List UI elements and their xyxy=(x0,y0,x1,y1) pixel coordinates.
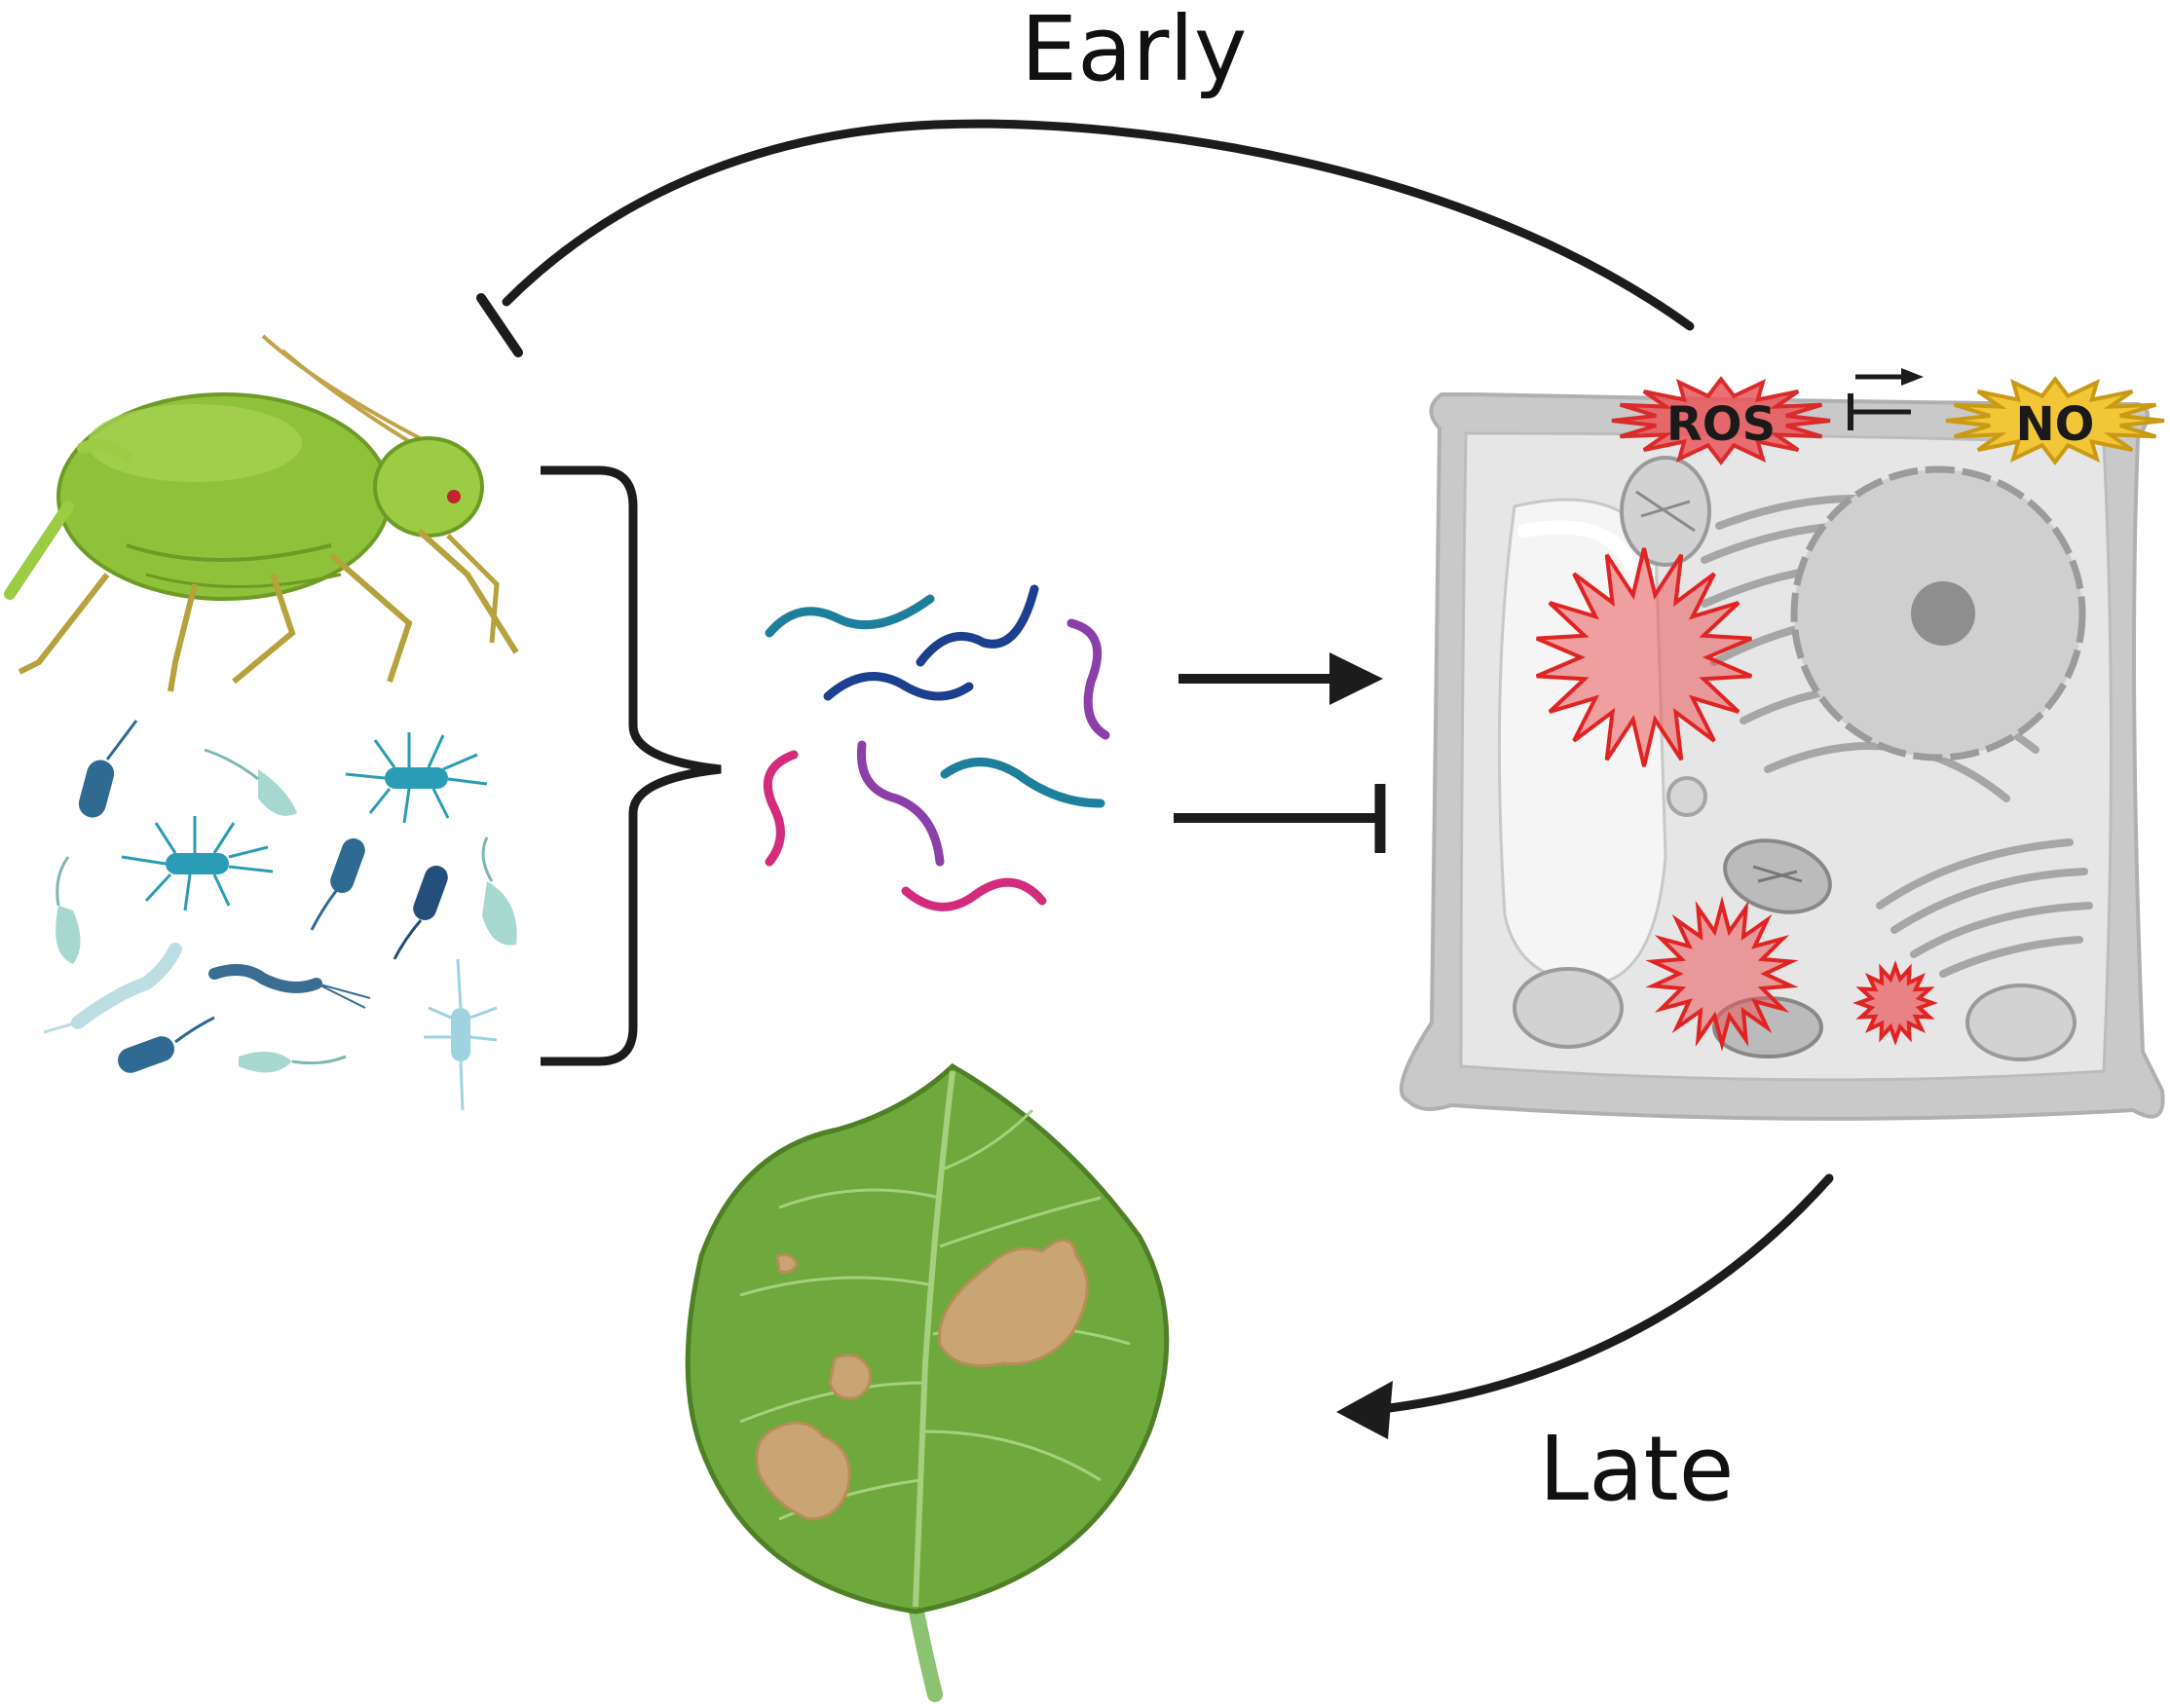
promote-arrowhead xyxy=(1329,652,1383,705)
no-label: NO xyxy=(2016,397,2095,452)
ros-no-crosstalk xyxy=(1848,368,1924,430)
ros-burst-icon xyxy=(1611,376,1831,465)
ros-label: ROS xyxy=(1666,397,1776,452)
grouping-bracket xyxy=(541,465,722,1066)
bacteria-icon xyxy=(43,720,517,1111)
ros-burst-small-icon xyxy=(1645,896,1799,1052)
ros-burst-tiny-icon xyxy=(1852,960,1938,1046)
small-rna-icon xyxy=(763,584,1110,911)
ros-burst-mitochondrion-icon xyxy=(1535,547,1753,767)
early-label: Early xyxy=(1021,0,1247,101)
late-label: Late xyxy=(1539,1417,1734,1521)
plant-cell-icon xyxy=(1399,392,2165,1121)
late-arrowhead xyxy=(1336,1381,1393,1439)
no-burst-icon xyxy=(1945,376,2165,465)
leaf-lesion-icon xyxy=(685,1062,1170,1702)
late-arrow xyxy=(1349,1173,1834,1417)
aphid-icon xyxy=(4,334,519,692)
early-inhibition-arc xyxy=(476,119,1695,357)
